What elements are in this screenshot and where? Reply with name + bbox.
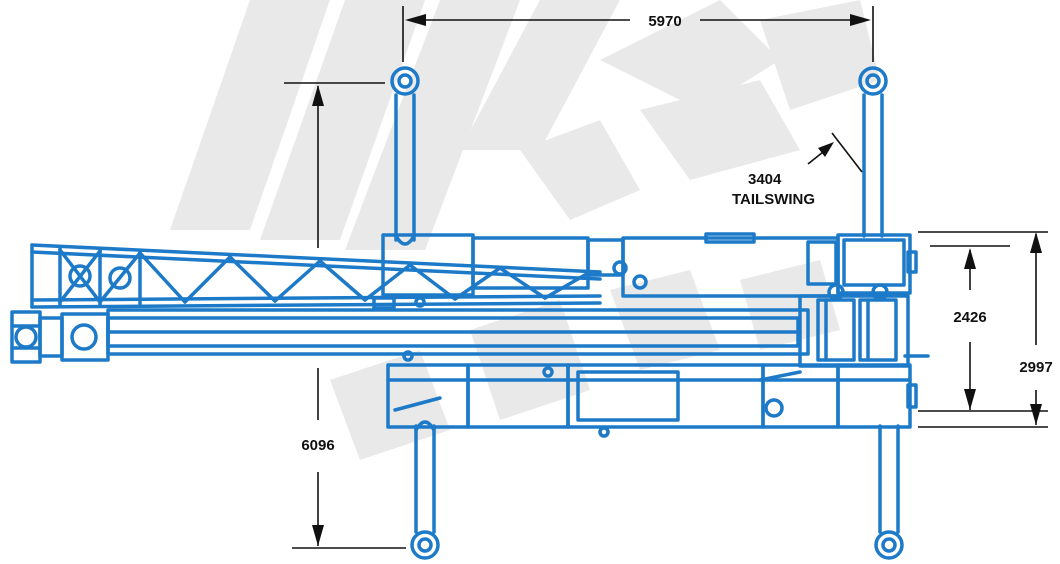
- engine-block: [758, 283, 930, 418]
- outrigger-rear-lower: [874, 424, 904, 560]
- carrier-body: [372, 232, 918, 438]
- label-tailswing: TAILSWING: [732, 191, 815, 208]
- lattice-jib: [30, 243, 602, 309]
- label-outrigger-spread-width: 5970: [648, 13, 681, 30]
- dimension-lines: [284, 6, 1048, 549]
- outrigger-front-lower: [410, 420, 440, 560]
- outrigger-rear-upper: [858, 66, 888, 238]
- watermark: [170, 0, 880, 460]
- crane-drawing: [10, 66, 930, 560]
- main-boom: [10, 308, 810, 364]
- label-outrigger-extension: 6096: [301, 437, 334, 454]
- label-carrier-width: 2426: [953, 309, 986, 326]
- dimension-labels: 5970 3404 TAILSWING 2426 2997 6096: [301, 13, 1052, 454]
- label-overall-width: 2997: [1019, 359, 1052, 376]
- label-tailswing-value: 3404: [748, 171, 782, 188]
- outrigger-front-upper: [390, 66, 420, 246]
